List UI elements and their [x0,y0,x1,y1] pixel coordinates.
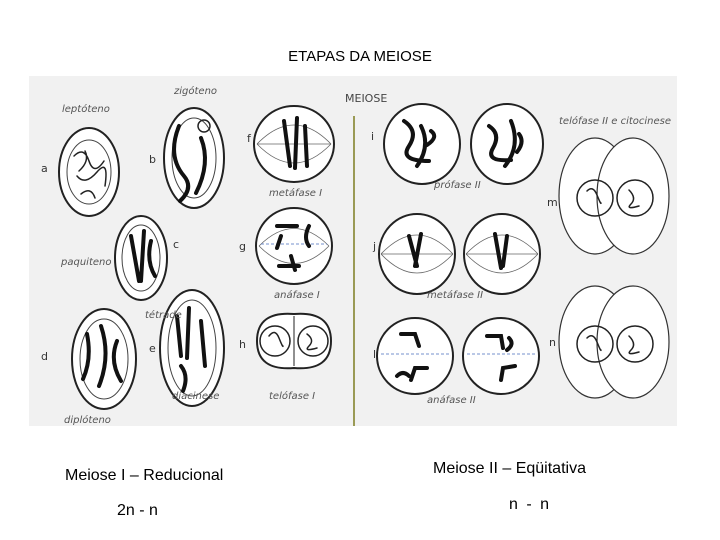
label-diacinese: diacinese [172,391,219,402]
label-tetrade: tétrade [145,309,182,321]
label-telofase-1: telófase I [269,390,315,402]
letter-m: m [547,196,558,209]
caption-meiose-1: Meiose I – Reducional [65,467,223,485]
cell-diacinese [160,290,224,406]
caption-meiose-2: Meiose II – Eqüitativa [433,460,586,478]
cell-telofase-2-bottom [559,286,669,398]
cell-anafase-2-left [377,318,453,394]
cell-metafase-2-left [379,214,455,294]
letter-n: n [549,336,556,349]
label-leptoteno: leptóteno [62,103,110,115]
cell-metafase-2-right [464,214,540,294]
letter-i: i [371,130,374,143]
page-title: ETAPAS DA MEIOSE [0,48,720,65]
meiosis-illustration: MEIOSE leptóteno a zigóteno b paquiteno … [29,76,677,426]
cell-diploteno [72,309,136,409]
meiosis-figure: MEIOSE leptóteno a zigóteno b paquiteno … [29,76,677,426]
letter-f: f [247,132,252,145]
label-metafase-1: metáfase I [269,187,322,199]
letter-g: g [239,240,246,253]
cell-anafase-1 [256,208,332,284]
label-paquiteno: paquiteno [60,257,111,268]
label-metafase-2: metáfase II [427,289,483,301]
letter-a: a [41,162,48,175]
letter-c: c [173,238,179,251]
letter-l: l [373,348,376,361]
cell-zigoteno [164,108,224,208]
caption-meiose-2-ploidy: n - n [509,496,551,514]
cell-profase-2-right [471,104,543,184]
cell-leptoteno [59,128,119,216]
letter-b: b [149,153,156,166]
cell-telofase-2-top [559,138,669,254]
label-telofase-2: telófase II e citocinese [559,115,671,127]
caption-meiose-1-ploidy: 2n - n [117,502,158,520]
cell-anafase-2-right [463,318,539,394]
letter-d: d [41,350,48,363]
letter-h: h [239,338,246,351]
cell-telofase-1 [257,314,331,369]
label-zigoteno: zigóteno [173,85,217,97]
label-anafase-2: anáfase II [427,394,476,406]
meiose-header: MEIOSE [345,92,387,105]
label-diploteno: diplóteno [64,414,111,426]
label-anafase-1: anáfase I [274,289,320,301]
letter-j: j [372,240,376,253]
cell-metafase-1 [254,106,334,182]
label-profase-2: prófase II [433,179,481,191]
cell-profase-2-left [384,104,460,184]
letter-e: e [149,342,156,355]
cell-paquiteno [115,216,167,300]
